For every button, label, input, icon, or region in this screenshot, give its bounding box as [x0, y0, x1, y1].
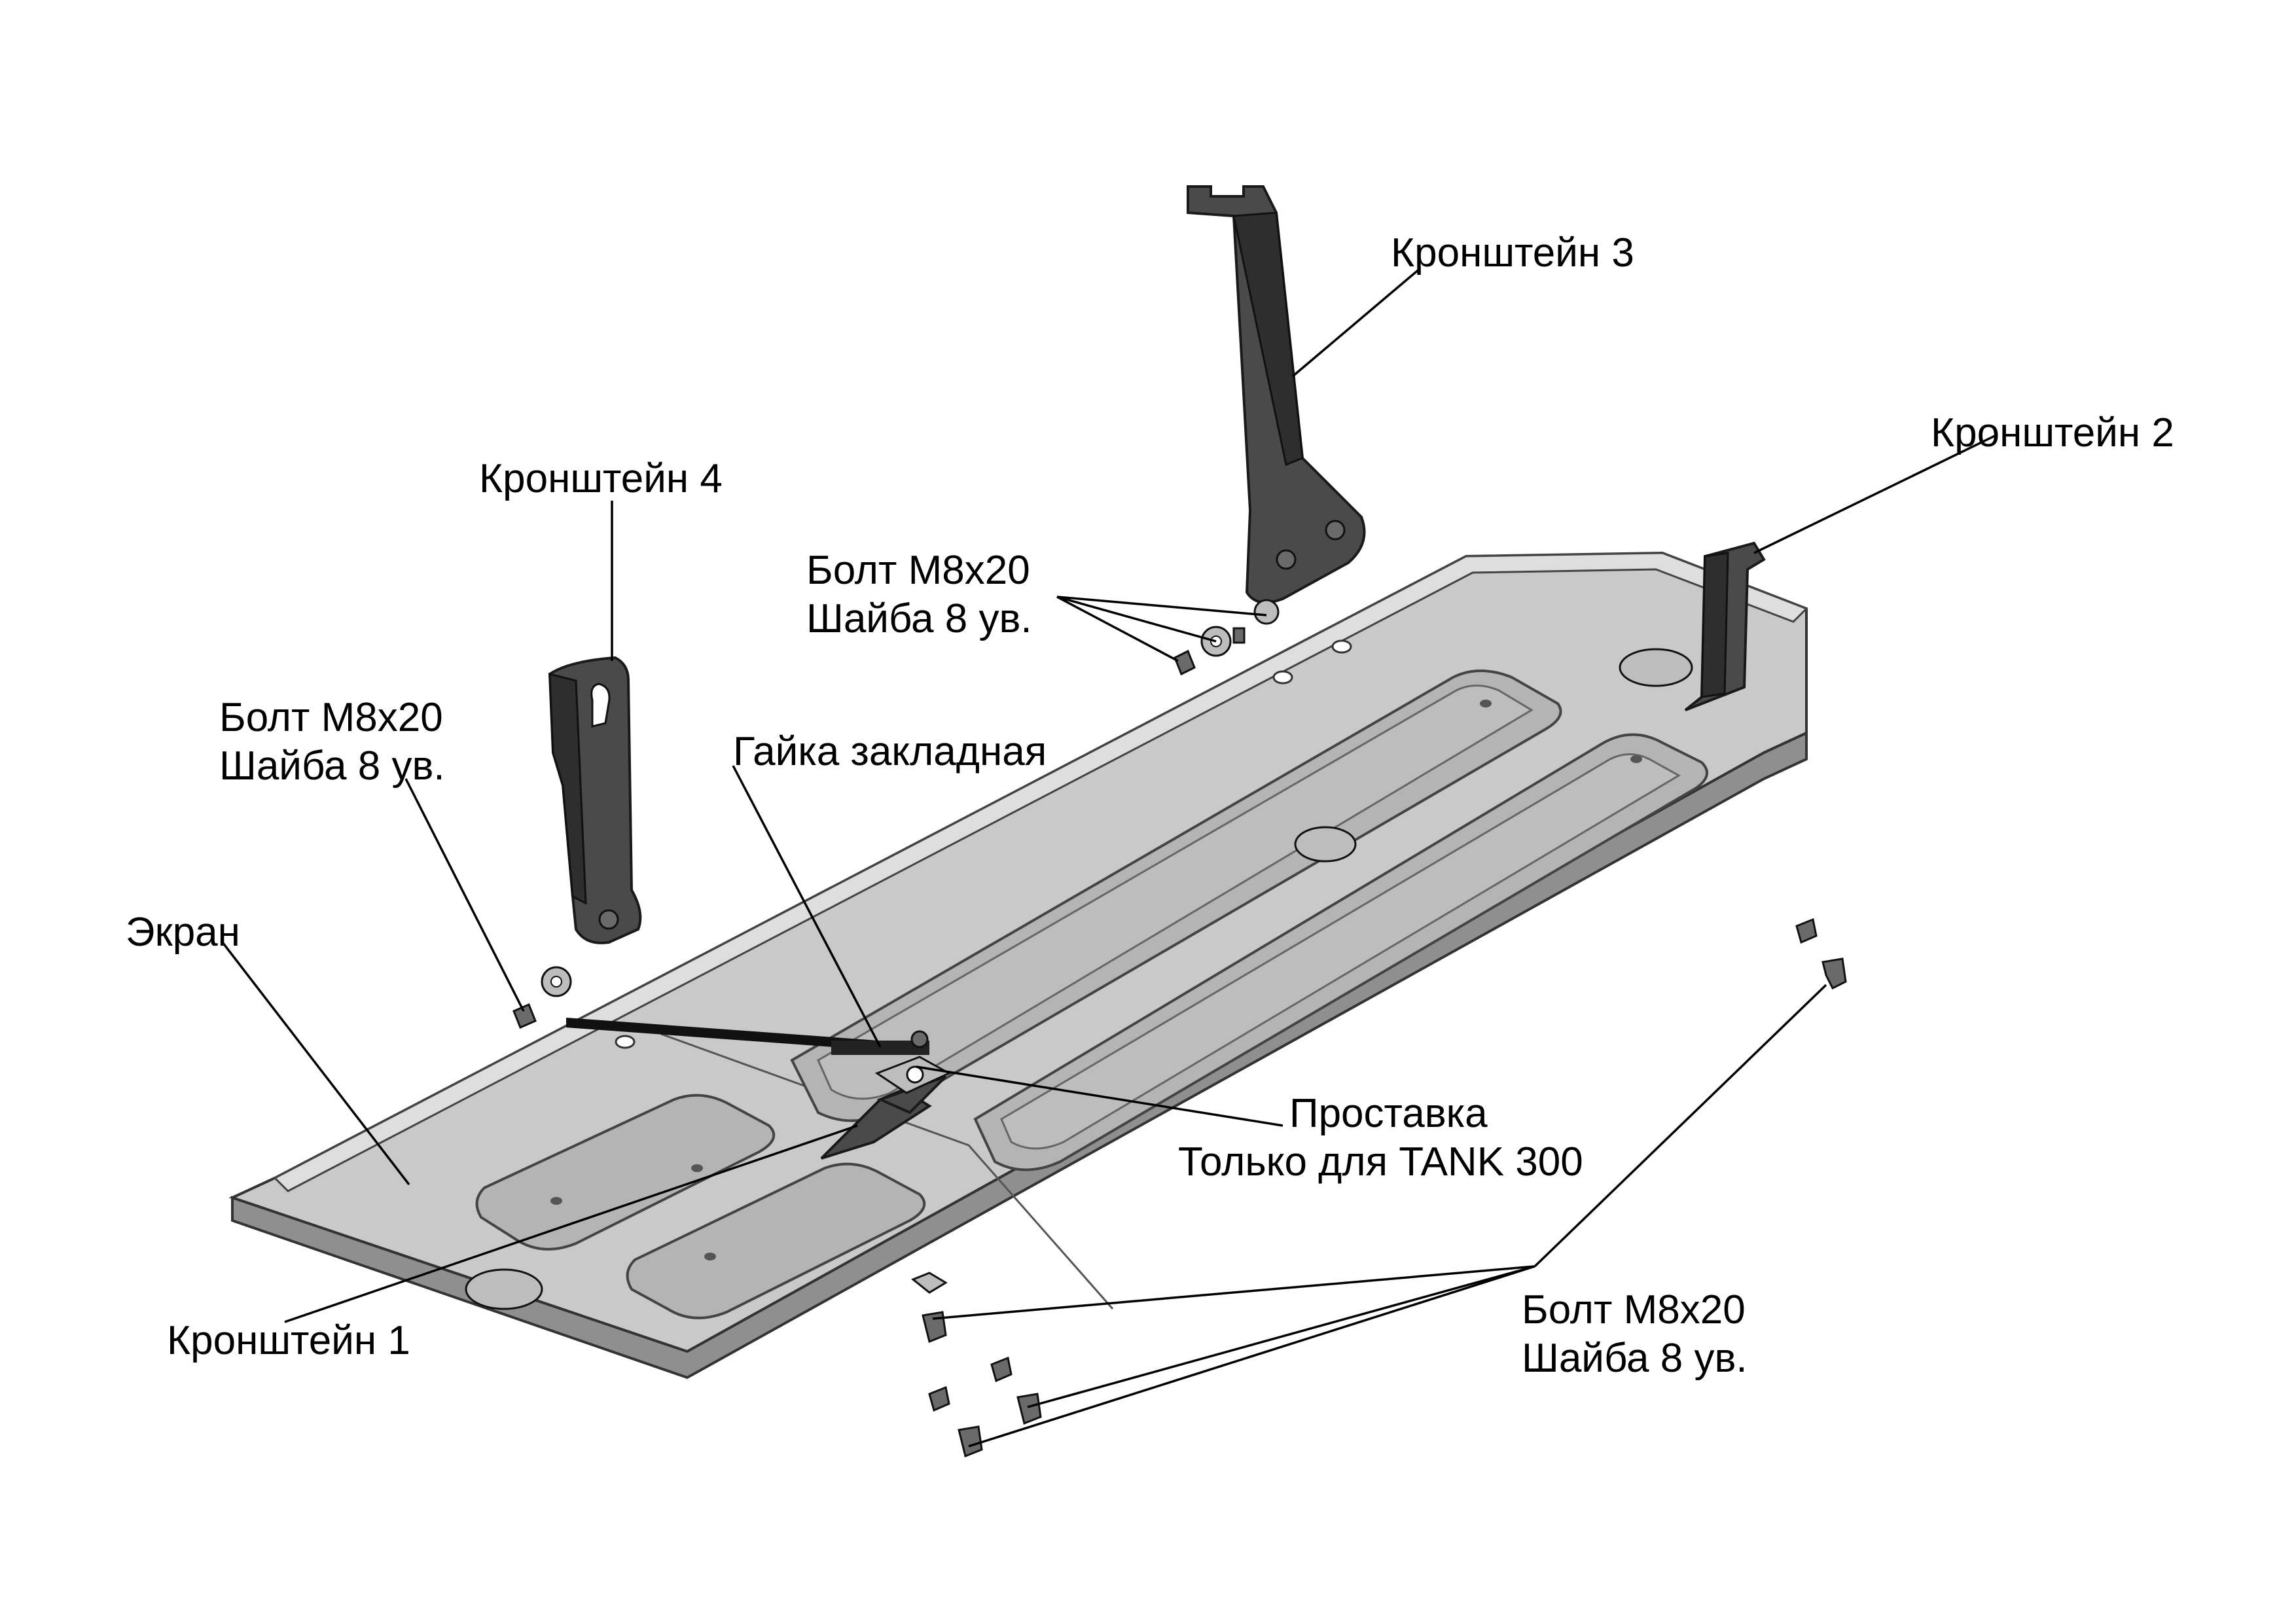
spacer-title: Проставка — [1289, 1091, 1488, 1136]
label-bracket-2: Кронштейн 2 — [1931, 410, 2174, 455]
label-screen: Экран — [126, 910, 240, 955]
fastener-left-bolt: Болт М8х20 — [219, 695, 443, 740]
label-spacer: Проставка Только для TANK 300 — [1178, 1090, 1583, 1186]
bracket-2-part — [1684, 541, 1766, 711]
fastener-bottom-bolt: Болт М8х20 — [1522, 1287, 1746, 1332]
embedded-nut-plate — [831, 1041, 929, 1055]
label-fastener-left: Болт М8х20 Шайба 8 ув. — [219, 694, 445, 791]
label-fastener-top: Болт М8х20 Шайба 8 ув. — [806, 546, 1032, 643]
bracket-3-part — [1187, 185, 1366, 604]
fastener-left-washer: Шайба 8 ув. — [219, 743, 445, 789]
skid-plate — [228, 551, 1808, 1380]
fastener-top-washer: Шайба 8 ув. — [806, 596, 1032, 641]
fastener-set-left — [512, 966, 572, 1029]
fastener-bottom-washer: Шайба 8 ув. — [1522, 1336, 1748, 1381]
label-bracket-1: Кронштейн 1 — [167, 1318, 410, 1363]
bracket-4-part — [548, 656, 642, 944]
label-bracket-4: Кронштейн 4 — [479, 456, 723, 501]
label-bracket-3: Кронштейн 3 — [1391, 230, 1634, 276]
embedded-nut — [910, 1030, 929, 1048]
label-embedded-nut: Гайка закладная — [733, 729, 1047, 774]
fastener-set-bottom — [911, 918, 1847, 1458]
leader-lines — [221, 267, 1997, 1448]
label-fastener-bottom: Болт М8х20 Шайба 8 ув. — [1522, 1286, 1748, 1383]
fastener-set-top — [1174, 599, 1280, 676]
fastener-top-bolt: Болт М8х20 — [806, 548, 1030, 593]
spacer-note: Только для TANK 300 — [1178, 1139, 1583, 1185]
